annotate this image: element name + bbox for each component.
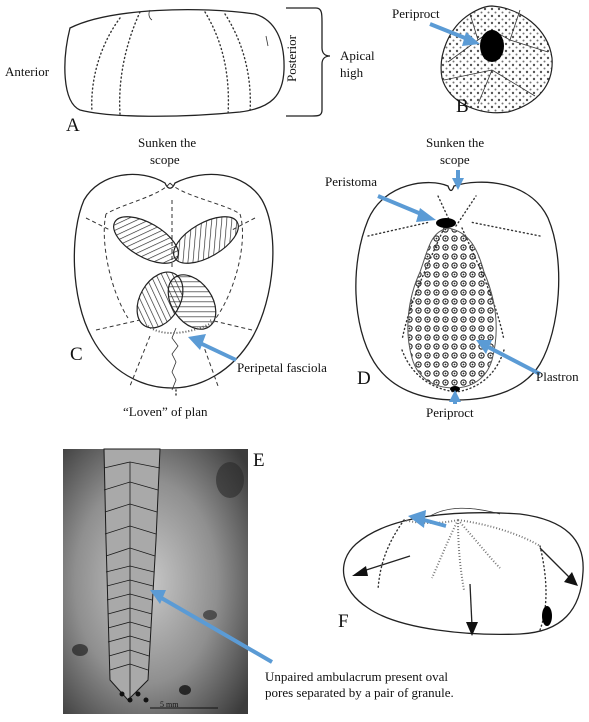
label-posterior: Posterior (284, 34, 299, 82)
label-plastron: Plastron (536, 369, 579, 384)
plastron-area (407, 227, 497, 389)
periproct-opening-d (450, 386, 460, 392)
panel-c: Sunken the scope Peripetal fasciola “Lov… (70, 135, 327, 419)
periproct-f (542, 606, 552, 626)
caption-line-1: Unpaired ambulacrum present oval (265, 669, 448, 684)
label-peristoma: Peristoma (325, 174, 377, 189)
label-anterior: Anterior (5, 64, 50, 79)
caption-line-2: pores separated by a pair of granule. (265, 685, 454, 700)
panel-d: Sunken the scope Peristoma Plastron Peri… (325, 135, 579, 420)
periproct-opening (480, 30, 504, 62)
ambulacrum (103, 448, 161, 701)
label-sunken-c1: Sunken the (138, 135, 196, 150)
peristome-opening (436, 218, 456, 228)
label-periproct-d: Periproct (426, 405, 474, 420)
label-sunken-d2: scope (440, 152, 470, 167)
label-sunken-d1: Sunken the (426, 135, 484, 150)
panel-f: F (338, 507, 584, 636)
panel-a: Anterior Posterior Apical high A (5, 7, 375, 136)
panel-letter-d: D (357, 368, 371, 389)
label-loven-plan: “Loven” of plan (123, 404, 208, 419)
panel-letter-f: F (338, 611, 349, 632)
panel-letter-e: E (253, 450, 265, 471)
panel-letter-b: B (456, 96, 469, 117)
scale-bar-label: 5 mm (160, 700, 179, 709)
panel-e: 5 mm Unpaired ambulacrum present oval po… (63, 448, 454, 714)
label-high: high (340, 65, 364, 80)
label-apical: Apical (340, 48, 375, 63)
panel-b: Periproct B (392, 5, 553, 117)
panel-letter-c: C (70, 344, 83, 365)
label-sunken-c2: scope (150, 152, 180, 167)
panel-letter-a: A (66, 115, 80, 136)
label-peripetal-fasciola: Peripetal fasciola (237, 360, 327, 375)
label-periproct-b: Periproct (392, 6, 440, 21)
